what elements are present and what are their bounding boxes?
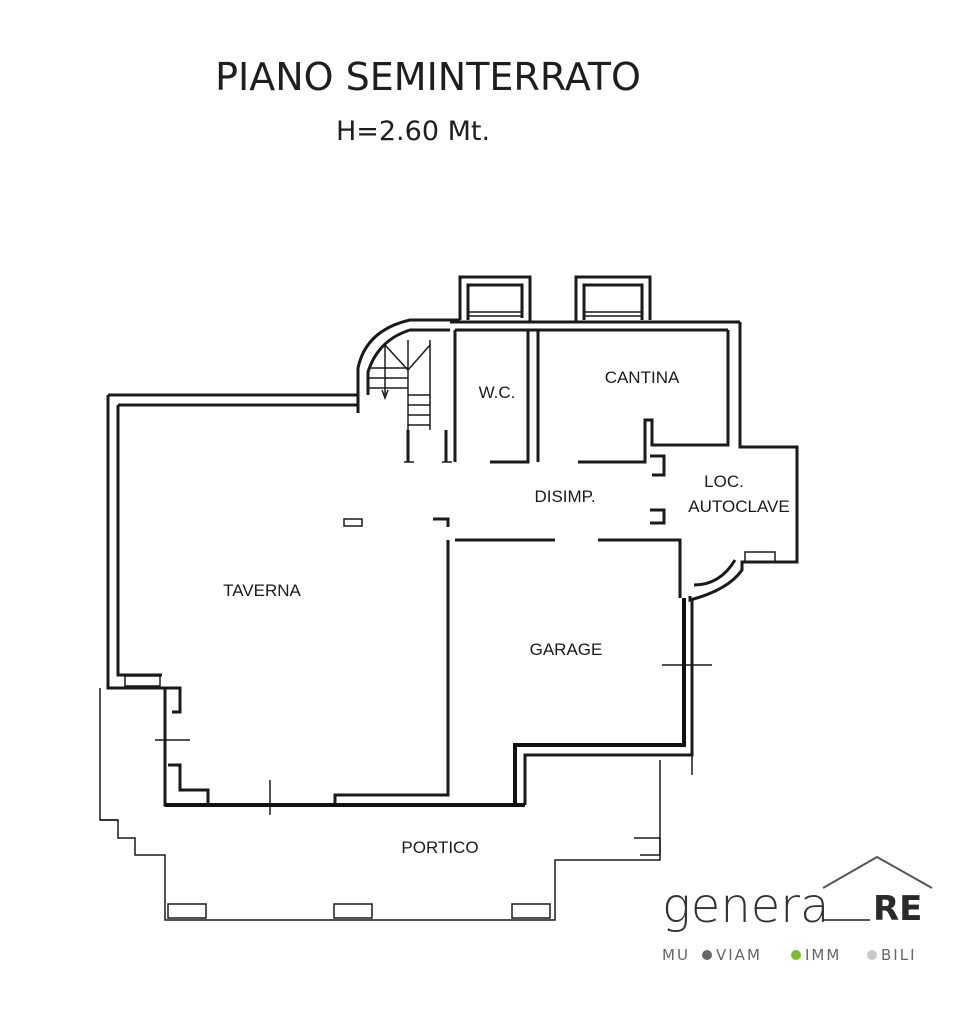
room-label-autoclave: AUTOCLAVE — [688, 497, 789, 516]
room-label-taverna: TAVERNA — [223, 581, 301, 600]
house-roof-icon — [822, 855, 933, 889]
light-wells — [458, 275, 652, 322]
room-label-portico: PORTICO — [401, 838, 478, 857]
logo-word: genera — [662, 878, 829, 934]
room-label-disimpegno: DISIMP. — [534, 487, 595, 506]
garage-walls — [455, 538, 712, 805]
logo-mark: RE — [873, 889, 922, 929]
stair-core — [356, 318, 460, 463]
room-label-garage: GARAGE — [530, 640, 603, 659]
wc-cantina-walls — [450, 320, 799, 602]
room-label-wc: W.C. — [479, 383, 516, 402]
tagline-dot-gray-icon — [702, 950, 712, 960]
tagline-dot-light-icon — [867, 950, 877, 960]
logo-tagline-2: VIAM — [716, 946, 762, 964]
brand-logo: genera RE MU VIAM IMM BILI — [662, 855, 933, 964]
taverna-walls — [106, 393, 525, 815]
tagline-dot-green-icon — [791, 950, 801, 960]
logo-tagline-4: BILI — [881, 946, 917, 964]
height-label: H=2.60 Mt. — [336, 116, 490, 147]
room-label-cantina: CANTINA — [605, 368, 680, 387]
logo-tagline-1: MU — [662, 946, 690, 964]
portico-walls — [99, 688, 661, 921]
logo-tagline-3: IMM — [805, 946, 841, 964]
room-label-locale: LOC. — [704, 472, 744, 491]
plan-title: PIANO SEMINTERRATO — [215, 55, 641, 99]
